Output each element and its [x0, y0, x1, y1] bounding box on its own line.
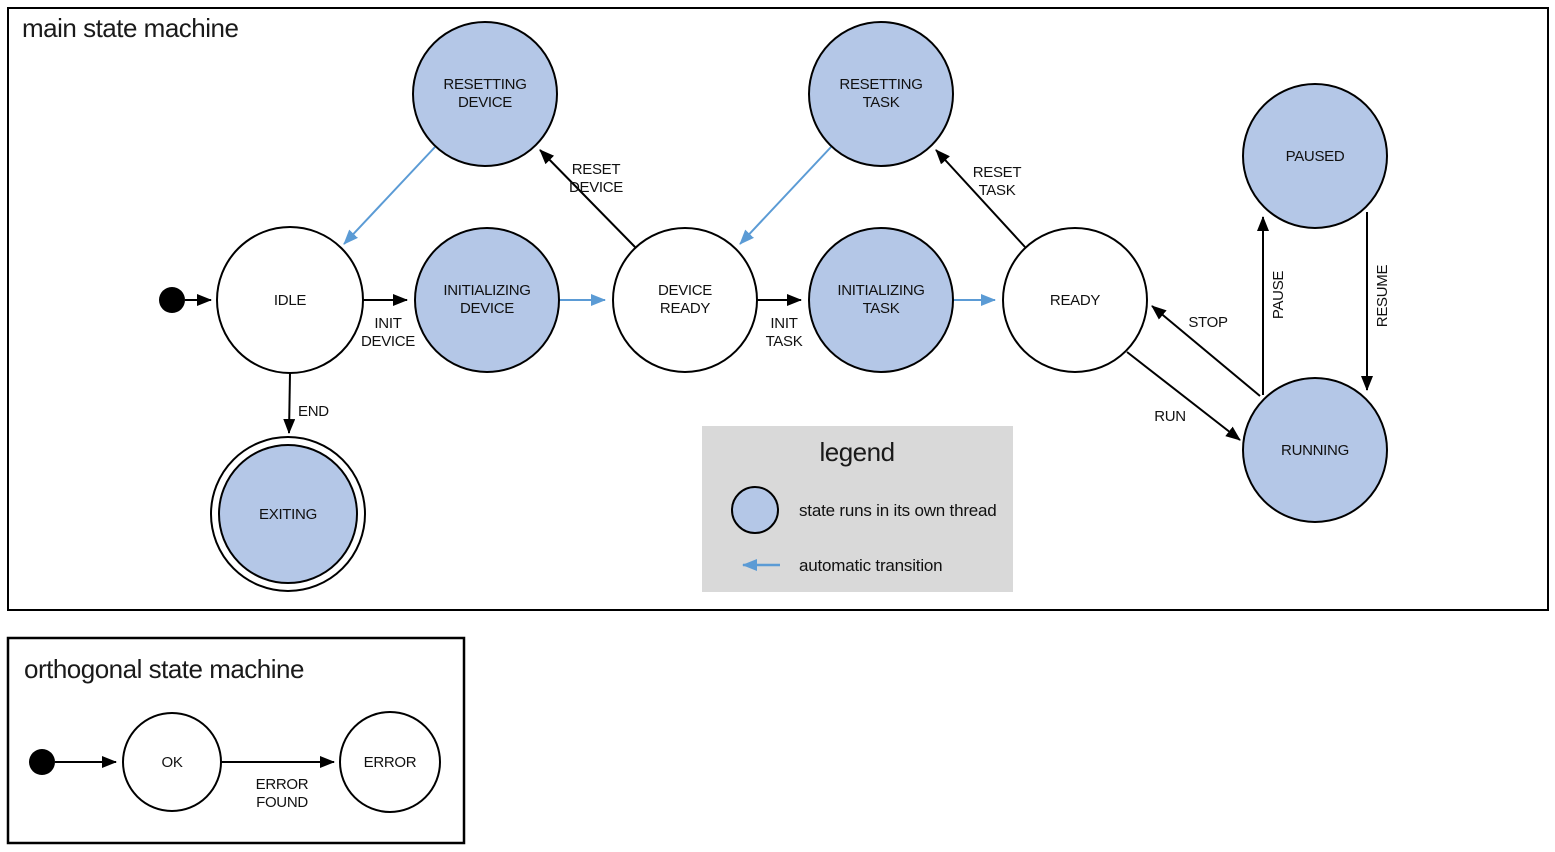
- state-label: INITIALIZING: [837, 282, 924, 299]
- transition-error-found: ERROR FOUND: [221, 756, 335, 811]
- orthogonal-machine-title: orthogonal state machine: [24, 654, 304, 684]
- state-label: RESETTING: [443, 76, 526, 93]
- transition-resume: RESUME: [1361, 212, 1391, 391]
- state-label: PAUSED: [1286, 148, 1345, 165]
- transition-init-device: INIT DEVICE: [361, 294, 416, 350]
- state-label: READY: [660, 300, 710, 317]
- state-label: RUNNING: [1281, 442, 1349, 459]
- main-machine-title: main state machine: [22, 13, 238, 43]
- transition-label: ERROR: [256, 776, 309, 793]
- state-label: DEVICE: [458, 94, 512, 111]
- legend-thread-state-label: state runs in its own thread: [799, 501, 997, 520]
- state-idle: IDLE: [216, 226, 364, 374]
- state-running: RUNNING: [1242, 377, 1388, 523]
- transition-auto-resetting-task-to-device-ready: [739, 146, 832, 245]
- state-error: ERROR: [339, 711, 441, 813]
- state-paused: PAUSED: [1242, 83, 1388, 229]
- transition-auto-resetting-device-to-idle: [343, 146, 436, 245]
- state-label: DEVICE: [658, 282, 712, 299]
- state-label: ERROR: [364, 754, 417, 771]
- state-resetting-device: RESETTING DEVICE: [412, 21, 558, 167]
- initial-state-dot: [29, 749, 55, 775]
- legend-auto-transition-label: automatic transition: [799, 556, 942, 575]
- state-label: EXITING: [259, 506, 317, 523]
- transition-pause: PAUSE: [1257, 216, 1287, 395]
- legend-thread-state-swatch: [731, 486, 779, 534]
- state-label: TASK: [863, 94, 900, 111]
- state-label: DEVICE: [460, 300, 514, 317]
- state-initializing-device: INITIALIZING DEVICE: [414, 227, 560, 373]
- state-initializing-task: INITIALIZING TASK: [808, 227, 954, 373]
- legend-box: legend state runs in its own thread auto…: [702, 426, 1013, 592]
- transition-label: FOUND: [256, 794, 308, 811]
- initial-state-dot: [159, 287, 185, 313]
- transition-run: RUN: [1126, 351, 1241, 441]
- transition-label: DEVICE: [361, 333, 415, 350]
- final-state-inner-circle: [218, 444, 358, 584]
- transition-label: END: [298, 403, 329, 420]
- state-ready: READY: [1002, 227, 1148, 373]
- state-resetting-task: RESETTING TASK: [808, 21, 954, 167]
- transition-label: PAUSE: [1270, 271, 1287, 320]
- transition-label: INIT: [374, 315, 401, 332]
- state-label: READY: [1050, 292, 1100, 309]
- state-device-ready: DEVICE READY: [612, 227, 758, 373]
- transition-label: RUN: [1154, 408, 1186, 425]
- state-ok: OK: [122, 712, 222, 812]
- transition-label: RESET: [572, 161, 621, 178]
- transition-label: DEVICE: [569, 179, 623, 196]
- transition-label: INIT: [770, 315, 797, 332]
- transition-init-task: INIT TASK: [757, 294, 803, 350]
- state-label: TASK: [863, 300, 900, 317]
- legend-title: legend: [819, 437, 894, 467]
- transition-label: TASK: [766, 333, 803, 350]
- transition-label: RESUME: [1374, 265, 1391, 328]
- transition-label: STOP: [1188, 314, 1228, 331]
- transition-reset-task: RESET TASK: [935, 149, 1026, 248]
- transition-label: TASK: [979, 182, 1016, 199]
- state-exiting-final: EXITING: [210, 436, 366, 592]
- state-label: RESETTING: [839, 76, 922, 93]
- transition-reset-device: RESET DEVICE: [539, 149, 636, 248]
- state-label: INITIALIZING: [443, 282, 530, 299]
- state-label: OK: [161, 754, 182, 771]
- state-label: IDLE: [274, 292, 306, 309]
- transition-label: RESET: [973, 164, 1022, 181]
- transition-stop: STOP: [1151, 305, 1261, 397]
- transition-end: END: [283, 372, 330, 434]
